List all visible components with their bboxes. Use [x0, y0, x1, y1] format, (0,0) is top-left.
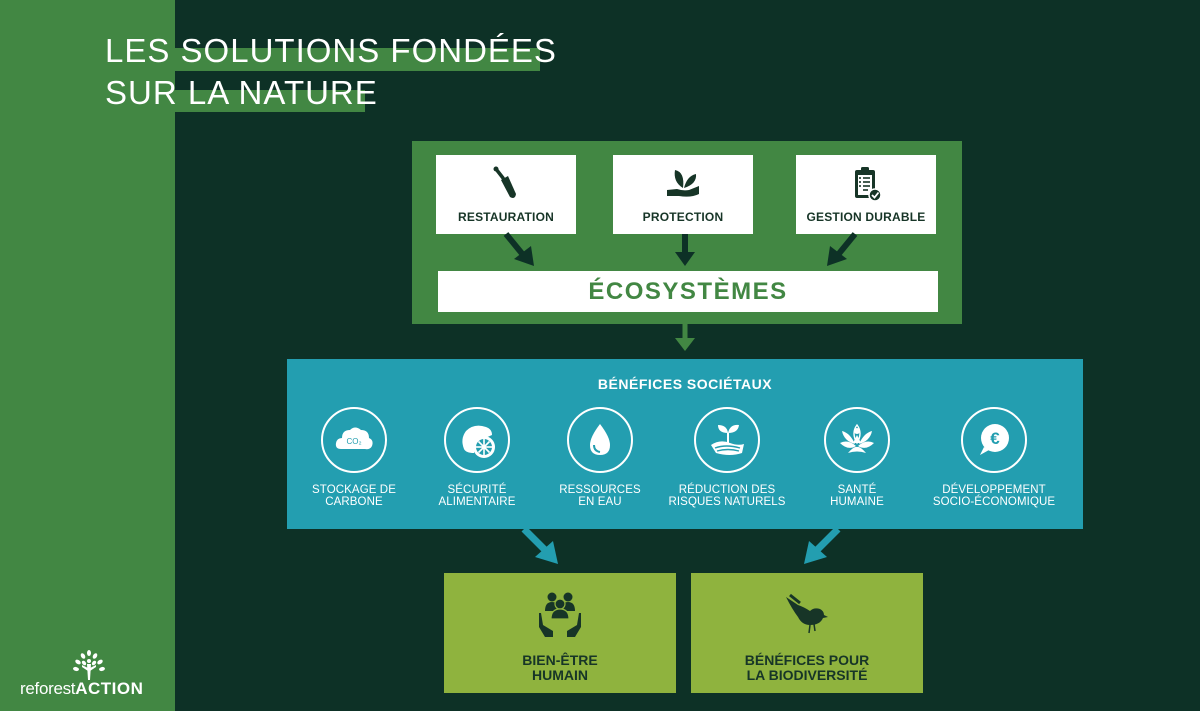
- arrow-ecosystems-to-benefits: [675, 324, 695, 351]
- benefit-label: STOCKAGE DE CARBONE: [312, 484, 396, 508]
- societal-benefits-panel: BÉNÉFICES SOCIÉTAUX CO₂ STOCKAGE DE CARB…: [287, 359, 1083, 529]
- co2-cloud-icon: CO₂: [335, 427, 373, 450]
- benefit-icon-circle: €: [961, 407, 1027, 473]
- outcome-label: BÉNÉFICES POUR LA BIODIVERSITÉ: [745, 653, 869, 683]
- tree-logo-icon: [73, 650, 105, 680]
- solution-label: RESTAURATION: [458, 210, 554, 224]
- benefit-food-security: SÉCURITÉ ALIMENTAIRE: [402, 407, 552, 508]
- benefit-label-line2: CARBONE: [325, 496, 383, 508]
- benefit-label: SÉCURITÉ ALIMENTAIRE: [439, 484, 516, 508]
- logo-wordmark-light: reforest: [20, 679, 76, 698]
- benefit-label-line1: RÉDUCTION DES: [678, 484, 776, 496]
- outcome-label: BIEN-ÊTRE HUMAIN: [522, 653, 597, 683]
- benefit-label: DÉVELOPPEMENT SOCIO-ÉCONOMIQUE: [933, 484, 1055, 508]
- outcome-human-wellbeing: BIEN-ÊTRE HUMAIN: [444, 573, 676, 693]
- outcome-biodiversity: BÉNÉFICES POUR LA BIODIVERSITÉ: [691, 573, 923, 693]
- benefit-label-line1: RESSOURCES: [559, 484, 641, 496]
- solutions-panel: RESTAURATION PROTECTION GES: [412, 141, 962, 324]
- arrow-benefits-to-wellbeing: [521, 526, 558, 564]
- benefit-natural-risk-reduction: RÉDUCTION DES RISQUES NATURELS: [652, 407, 802, 508]
- benefit-water-resources: RESSOURCES EN EAU: [525, 407, 675, 508]
- logo-wordmark: reforestACTION: [20, 679, 143, 699]
- title-highlight-2: [175, 90, 365, 112]
- water-drop-icon: [590, 424, 610, 455]
- benefit-label-line1: SANTÉ: [837, 484, 877, 496]
- benefit-label-line2: EN EAU: [578, 496, 622, 508]
- benefit-human-health: SANTÉ HUMAINE: [782, 407, 932, 508]
- benefit-icon-circle: [694, 407, 760, 473]
- benefit-label: SANTÉ HUMAINE: [830, 484, 884, 508]
- ecosystems-banner: ÉCOSYSTÈMES: [438, 271, 938, 312]
- benefit-label: RESSOURCES EN EAU: [559, 484, 641, 508]
- hand-plant-icon: [667, 170, 699, 197]
- bird-icon: [786, 593, 828, 634]
- solution-card-gestion-durable: GESTION DURABLE: [796, 155, 936, 234]
- svg-text:€: €: [990, 429, 1000, 448]
- solution-label: GESTION DURABLE: [806, 210, 926, 224]
- page-title: LES SOLUTIONS FONDÉES SUR LA NATURE: [105, 30, 557, 114]
- title-line-1: LES SOLUTIONS FONDÉES: [105, 32, 557, 69]
- benefit-icon-circle: [824, 407, 890, 473]
- outcome-label-line2: HUMAIN: [531, 667, 588, 683]
- benefit-label-line1: DÉVELOPPEMENT: [942, 484, 1046, 496]
- solution-card-protection: PROTECTION: [613, 155, 753, 234]
- side-panel: [0, 0, 175, 711]
- benefit-label-line2: SOCIO-ÉCONOMIQUE: [932, 496, 1056, 508]
- benefit-label-line1: SÉCURITÉ: [447, 484, 507, 496]
- title-line-2: SUR LA NATURE: [105, 74, 378, 111]
- benefit-icon-circle: [444, 407, 510, 473]
- societal-benefits-title: BÉNÉFICES SOCIÉTAUX: [597, 376, 773, 392]
- people-hands-icon: [539, 592, 581, 637]
- benefit-icon-circle: [567, 407, 633, 473]
- benefit-socio-economic-development: € DÉVELOPPEMENT SOCIO-ÉCONOMIQUE: [919, 407, 1069, 508]
- benefit-label: RÉDUCTION DES RISQUES NATURELS: [668, 484, 785, 508]
- sprout-field-icon: [711, 424, 744, 455]
- trowel-icon: [493, 166, 516, 198]
- benefit-carbon-storage: CO₂ STOCKAGE DE CARBONE: [279, 407, 429, 508]
- benefit-icon-circle: CO₂: [321, 407, 387, 473]
- arrow-benefits-to-biodiversity: [804, 526, 841, 564]
- outcome-label-line1: BÉNÉFICES POUR: [744, 652, 870, 668]
- euro-bubble-icon: €: [980, 424, 1009, 455]
- benefit-label-line2: HUMAINE: [830, 496, 884, 508]
- title-highlight-1: [175, 48, 540, 71]
- citrus-icon: [462, 425, 495, 458]
- svg-text:CO₂: CO₂: [346, 437, 361, 446]
- outcome-label-line2: LA BIODIVERSITÉ: [746, 667, 868, 683]
- benefit-label-line2: ALIMENTAIRE: [438, 496, 516, 508]
- solution-card-restauration: RESTAURATION: [436, 155, 576, 234]
- outcome-label-line1: BIEN-ÊTRE: [522, 652, 598, 668]
- logo-wordmark-bold: ACTION: [75, 679, 144, 698]
- clipboard-check-icon: [855, 167, 882, 202]
- reforest-action-logo: reforestACTION: [20, 650, 160, 700]
- solution-label: PROTECTION: [642, 210, 724, 224]
- lotus-icon: [840, 423, 874, 453]
- benefit-label-line1: STOCKAGE DE: [312, 484, 396, 496]
- benefit-label-line2: RISQUES NATURELS: [668, 496, 786, 508]
